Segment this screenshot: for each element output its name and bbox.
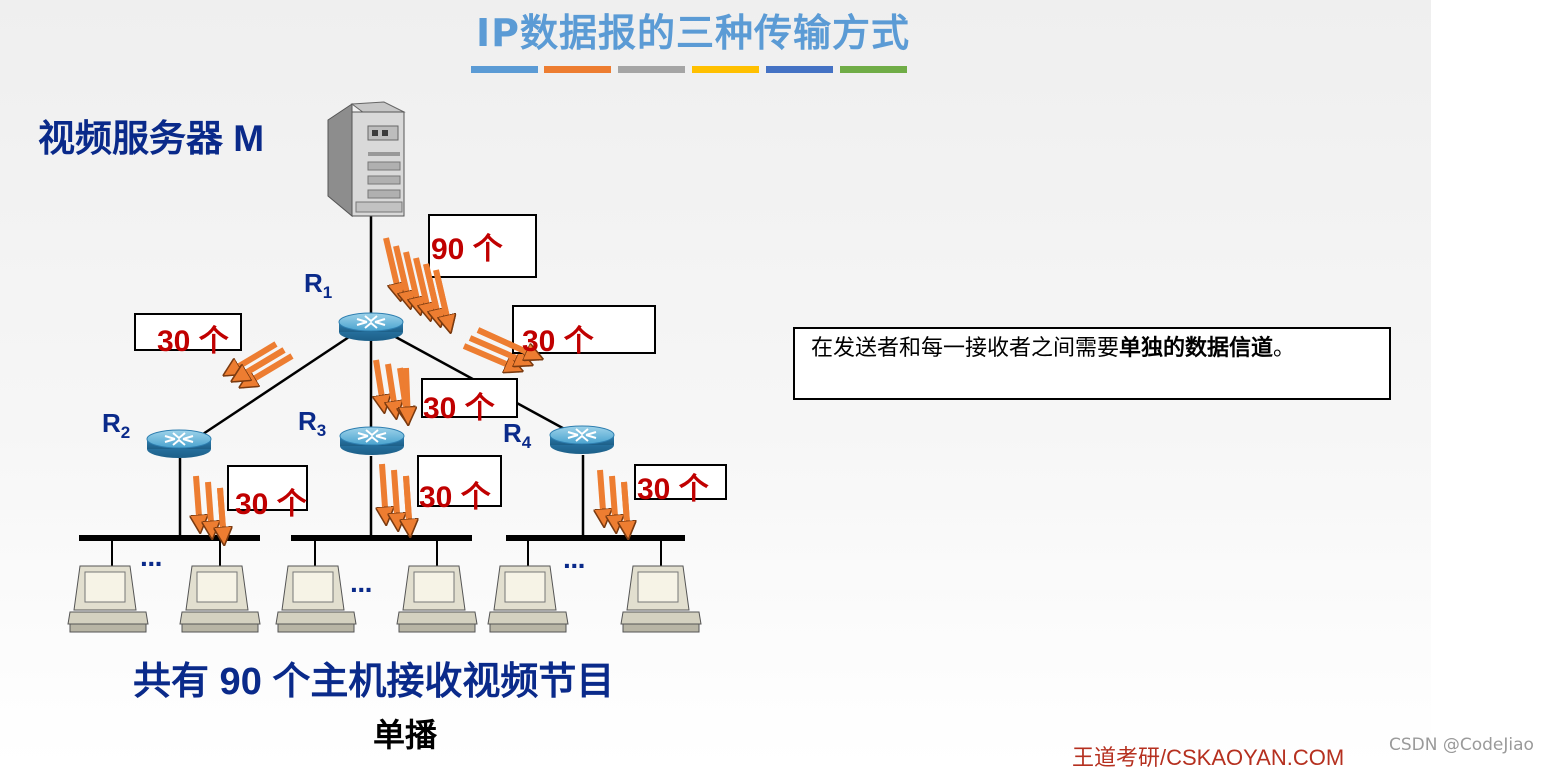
arrows-r2-lan (196, 476, 224, 542)
host-computer-icon (276, 566, 356, 632)
note-box: 在发送者和每一接收者之间需要单独的数据信道。 (793, 327, 1391, 400)
router-label-r4: R4 (503, 418, 531, 453)
arrows-r1-r3 (376, 360, 408, 422)
router-label-r2: R2 (102, 408, 130, 443)
hosts-ellipsis-r4: ··· (563, 550, 585, 582)
router-r3-icon (340, 427, 404, 455)
count-r3-lan: 30 个 (419, 472, 491, 516)
hosts-ellipsis-r3: ··· (350, 574, 372, 606)
note-suffix: 。 (1273, 336, 1295, 361)
router-r4-icon (550, 426, 614, 454)
host-computer-icon (180, 566, 260, 632)
count-r2-lan: 30 个 (235, 479, 307, 523)
note-prefix: 在发送者和每一接收者之间需要 (811, 336, 1119, 361)
host-computer-icon (68, 566, 148, 632)
host-computer-icon (621, 566, 701, 632)
host-computers (68, 566, 701, 632)
router-r2-icon (147, 430, 211, 458)
count-r1-r3: 30 个 (423, 383, 495, 427)
count-server-r1: 90 个 (431, 224, 503, 268)
note-bold: 单独的数据信道 (1119, 336, 1273, 361)
server-icon (328, 102, 404, 216)
slide: IP数据报的三种传输方式 (0, 0, 1431, 766)
arrows-r4-lan (600, 470, 628, 536)
count-r1-r4: 30 个 (522, 316, 594, 360)
lan-buses (79, 538, 685, 566)
arrows-r3-lan (382, 464, 410, 534)
host-computer-icon (488, 566, 568, 632)
count-r1-r2: 30 个 (157, 316, 229, 360)
router-r1-icon (339, 313, 403, 341)
brand-footer: 王道考研/CSKAOYAN.COM (1072, 740, 1344, 772)
router-label-r3: R3 (298, 406, 326, 441)
diagram-caption: 共有 90 个主机接收视频节目 (133, 650, 614, 705)
count-r4-lan: 30 个 (637, 464, 709, 508)
hosts-ellipsis-r2: ··· (140, 548, 162, 580)
watermark: CSDN @CodeJiao (1389, 735, 1534, 755)
host-computer-icon (397, 566, 477, 632)
router-label-r1: R1 (304, 268, 332, 303)
server-label: 视频服务器 M (38, 108, 264, 162)
transmission-mode: 单播 (373, 710, 437, 756)
